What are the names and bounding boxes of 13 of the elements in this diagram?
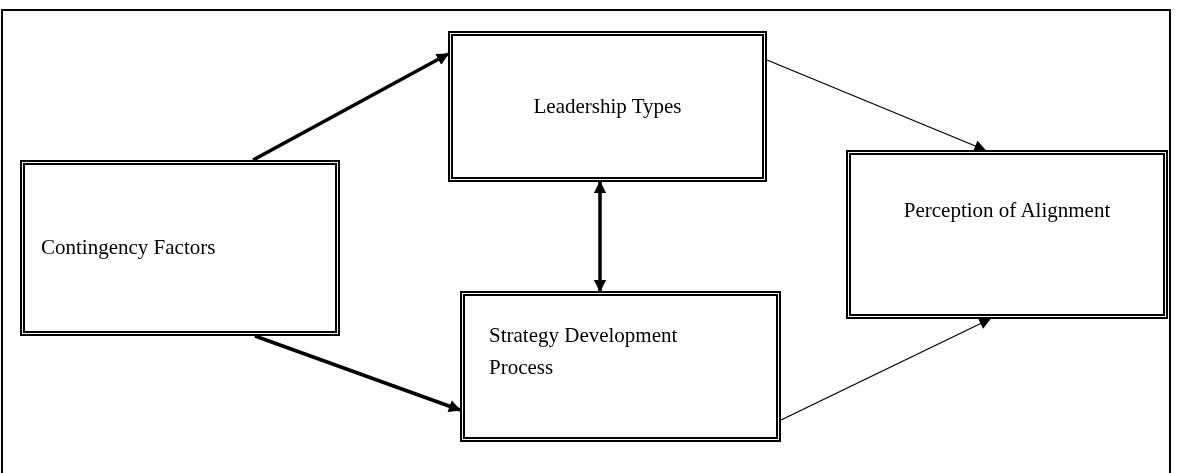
- box-label: Contingency Factors: [41, 234, 216, 262]
- arrow: [593, 180, 607, 293]
- arrow: [252, 52, 450, 162]
- arrow: [780, 318, 992, 421]
- box-label: Leadership Types: [533, 92, 682, 120]
- box-label: Perception of Alignment: [903, 197, 1111, 224]
- process-box: [460, 291, 781, 442]
- arrow: [254, 334, 462, 412]
- process-box: [448, 31, 767, 182]
- arrow: [766, 59, 987, 152]
- box-label: Strategy Development Process: [489, 322, 679, 381]
- process-box: [20, 160, 340, 336]
- process-box: [846, 150, 1168, 319]
